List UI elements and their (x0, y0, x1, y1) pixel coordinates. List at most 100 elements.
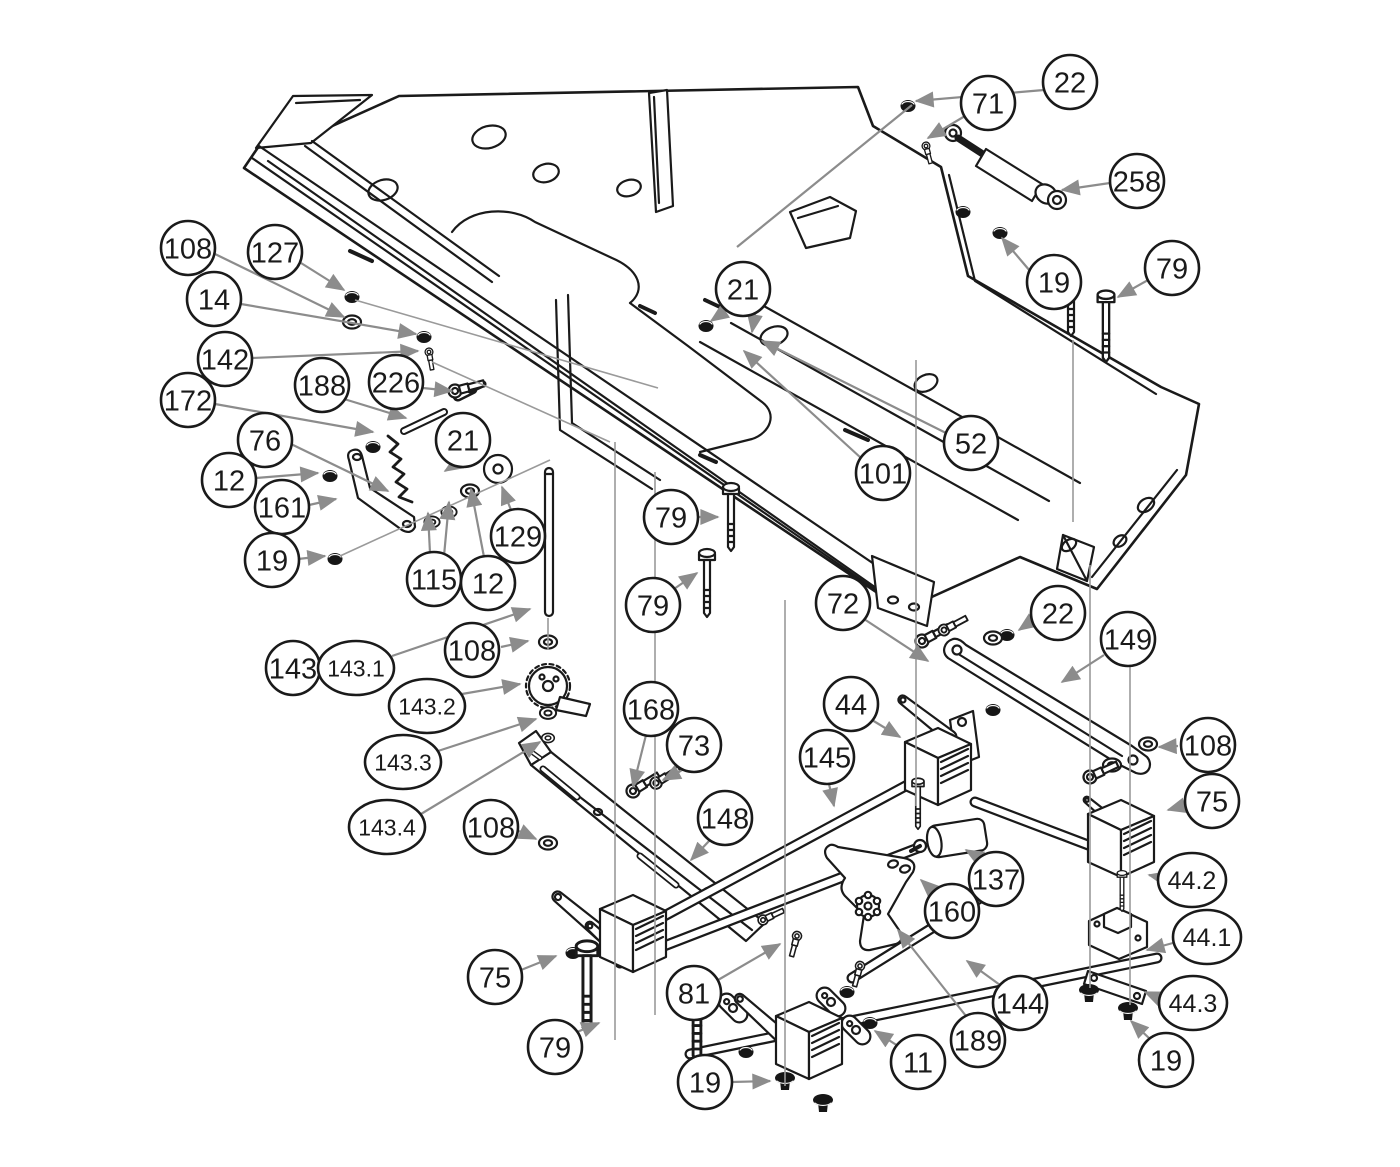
leader-line (1157, 738, 1179, 755)
balloon-label: 79 (1156, 253, 1188, 285)
callout-115-18: 115 (405, 550, 463, 608)
guide-line (431, 361, 611, 443)
leader-line (214, 402, 375, 437)
balloon-circle (347, 798, 427, 856)
balloon-label: 108 (164, 233, 212, 265)
leader-line (965, 960, 1001, 986)
balloon-circle (676, 1053, 734, 1111)
balloon-label: 73 (678, 730, 710, 762)
callout-14-7: 14 (185, 270, 243, 328)
balloon-label: 14 (198, 284, 230, 316)
balloon-label: 143.2 (398, 693, 456, 719)
leader-line (747, 313, 763, 334)
callout-127-6: 127 (246, 223, 304, 281)
callout-19-46: 19 (676, 1053, 734, 1111)
balloon-circle (814, 574, 872, 632)
leader-line (926, 115, 966, 139)
balloon-label: 12 (472, 568, 504, 600)
leader-line (251, 343, 420, 360)
leader-line (822, 783, 838, 808)
balloon-circle (854, 444, 912, 502)
callout-79-4: 79 (1143, 239, 1201, 297)
leader-line (709, 304, 731, 322)
balloon-label: 142 (201, 344, 249, 376)
balloon-label: 75 (1196, 786, 1228, 818)
balloon-label: 19 (1150, 1045, 1182, 1077)
leader-line (420, 741, 542, 815)
balloon-label: 22 (1054, 67, 1086, 99)
callout-143.1-21: 143.1 (316, 639, 396, 697)
callout-79-30: 79 (624, 576, 682, 634)
balloon-label: 148 (701, 803, 749, 835)
balloon-label: 189 (954, 1025, 1002, 1057)
balloon-label: 129 (494, 521, 542, 553)
leader-line (1145, 937, 1174, 954)
leader-line (673, 572, 699, 590)
balloon-label: 101 (859, 458, 907, 490)
balloon-circle (942, 414, 1000, 472)
callout-143.3-24: 143.3 (363, 733, 443, 791)
balloon-label: 81 (678, 978, 710, 1010)
leader-line (576, 1021, 601, 1038)
balloon-label: 19 (1038, 267, 1070, 299)
leader-line (661, 764, 685, 781)
callout-143.2-23: 143.2 (387, 677, 467, 735)
balloon-circle (889, 1033, 947, 1091)
balloon-circle (1171, 908, 1243, 966)
balloon-circle (822, 675, 880, 733)
callout-44-34: 44 (822, 675, 880, 733)
leader-line (1060, 179, 1111, 196)
balloon-circle (798, 728, 856, 786)
balloon-circle (1156, 851, 1228, 909)
balloon-circle (159, 371, 217, 429)
callout-44.3-51: 44.3 (1157, 974, 1229, 1032)
callout-137-40: 137 (967, 850, 1025, 908)
balloon-circle (246, 223, 304, 281)
leader-line (871, 719, 902, 738)
callout-160-41: 160 (923, 882, 981, 940)
callout-76-12: 76 (236, 411, 294, 469)
balloon-label: 12 (213, 465, 245, 497)
callout-226-10: 226 (367, 353, 425, 411)
balloon-circle (1025, 253, 1083, 311)
leader-line (629, 734, 648, 789)
leader-line (437, 716, 538, 753)
balloon-circle (236, 411, 294, 469)
callout-21-26: 21 (714, 260, 772, 318)
callout-44.1-50: 44.1 (1171, 908, 1243, 966)
balloon-label: 161 (258, 492, 306, 524)
balloon-circle (526, 1018, 584, 1076)
balloon-label: 44 (835, 689, 867, 721)
leader-line (466, 487, 486, 558)
gas-spring-part (943, 123, 1068, 211)
balloon-circle (1143, 239, 1201, 297)
callout-188-9: 188 (293, 356, 351, 414)
callout-leader-lines (214, 88, 1188, 1090)
callout-21-16: 21 (434, 411, 492, 469)
leader-line (873, 1030, 899, 1048)
balloon-circle (200, 451, 258, 509)
balloon-label: 143.4 (358, 814, 416, 840)
balloon-label: 11 (903, 1047, 933, 1079)
balloon-label: 143.3 (374, 749, 432, 775)
callout-143.4-25: 143.4 (347, 798, 427, 856)
leader-line (1143, 990, 1165, 1007)
balloon-label: 52 (955, 428, 987, 460)
callout-75-54: 75 (1183, 772, 1241, 830)
leader-line (1000, 236, 1031, 272)
callout-44.2-52: 44.2 (1156, 851, 1228, 909)
balloon-label: 149 (1104, 624, 1152, 656)
balloon-circle (991, 974, 1049, 1032)
balloon-circle (196, 330, 254, 388)
leader-line (897, 928, 967, 1017)
callout-148-39: 148 (696, 789, 754, 847)
callout-129-17: 129 (489, 507, 547, 565)
balloon-label: 226 (372, 367, 420, 399)
leader-line (343, 397, 408, 421)
balloon-label: 145 (803, 742, 851, 774)
callout-72-31: 72 (814, 574, 872, 632)
callout-189-44: 189 (949, 1011, 1007, 1069)
leader-line (422, 381, 454, 398)
leader-line (240, 302, 418, 339)
leader-line (300, 262, 346, 291)
